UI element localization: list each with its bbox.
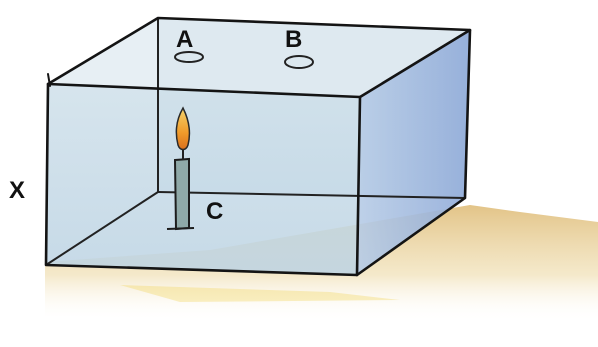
hole-a <box>175 52 203 62</box>
label-hole-a: A <box>176 28 193 52</box>
candle-body <box>175 159 189 229</box>
candle-base <box>167 228 194 229</box>
label-x: X <box>9 179 25 203</box>
hole-b <box>285 56 313 68</box>
glass-box-front-face <box>46 84 360 275</box>
label-hole-b: B <box>285 28 302 52</box>
label-candle-c: C <box>206 200 223 224</box>
